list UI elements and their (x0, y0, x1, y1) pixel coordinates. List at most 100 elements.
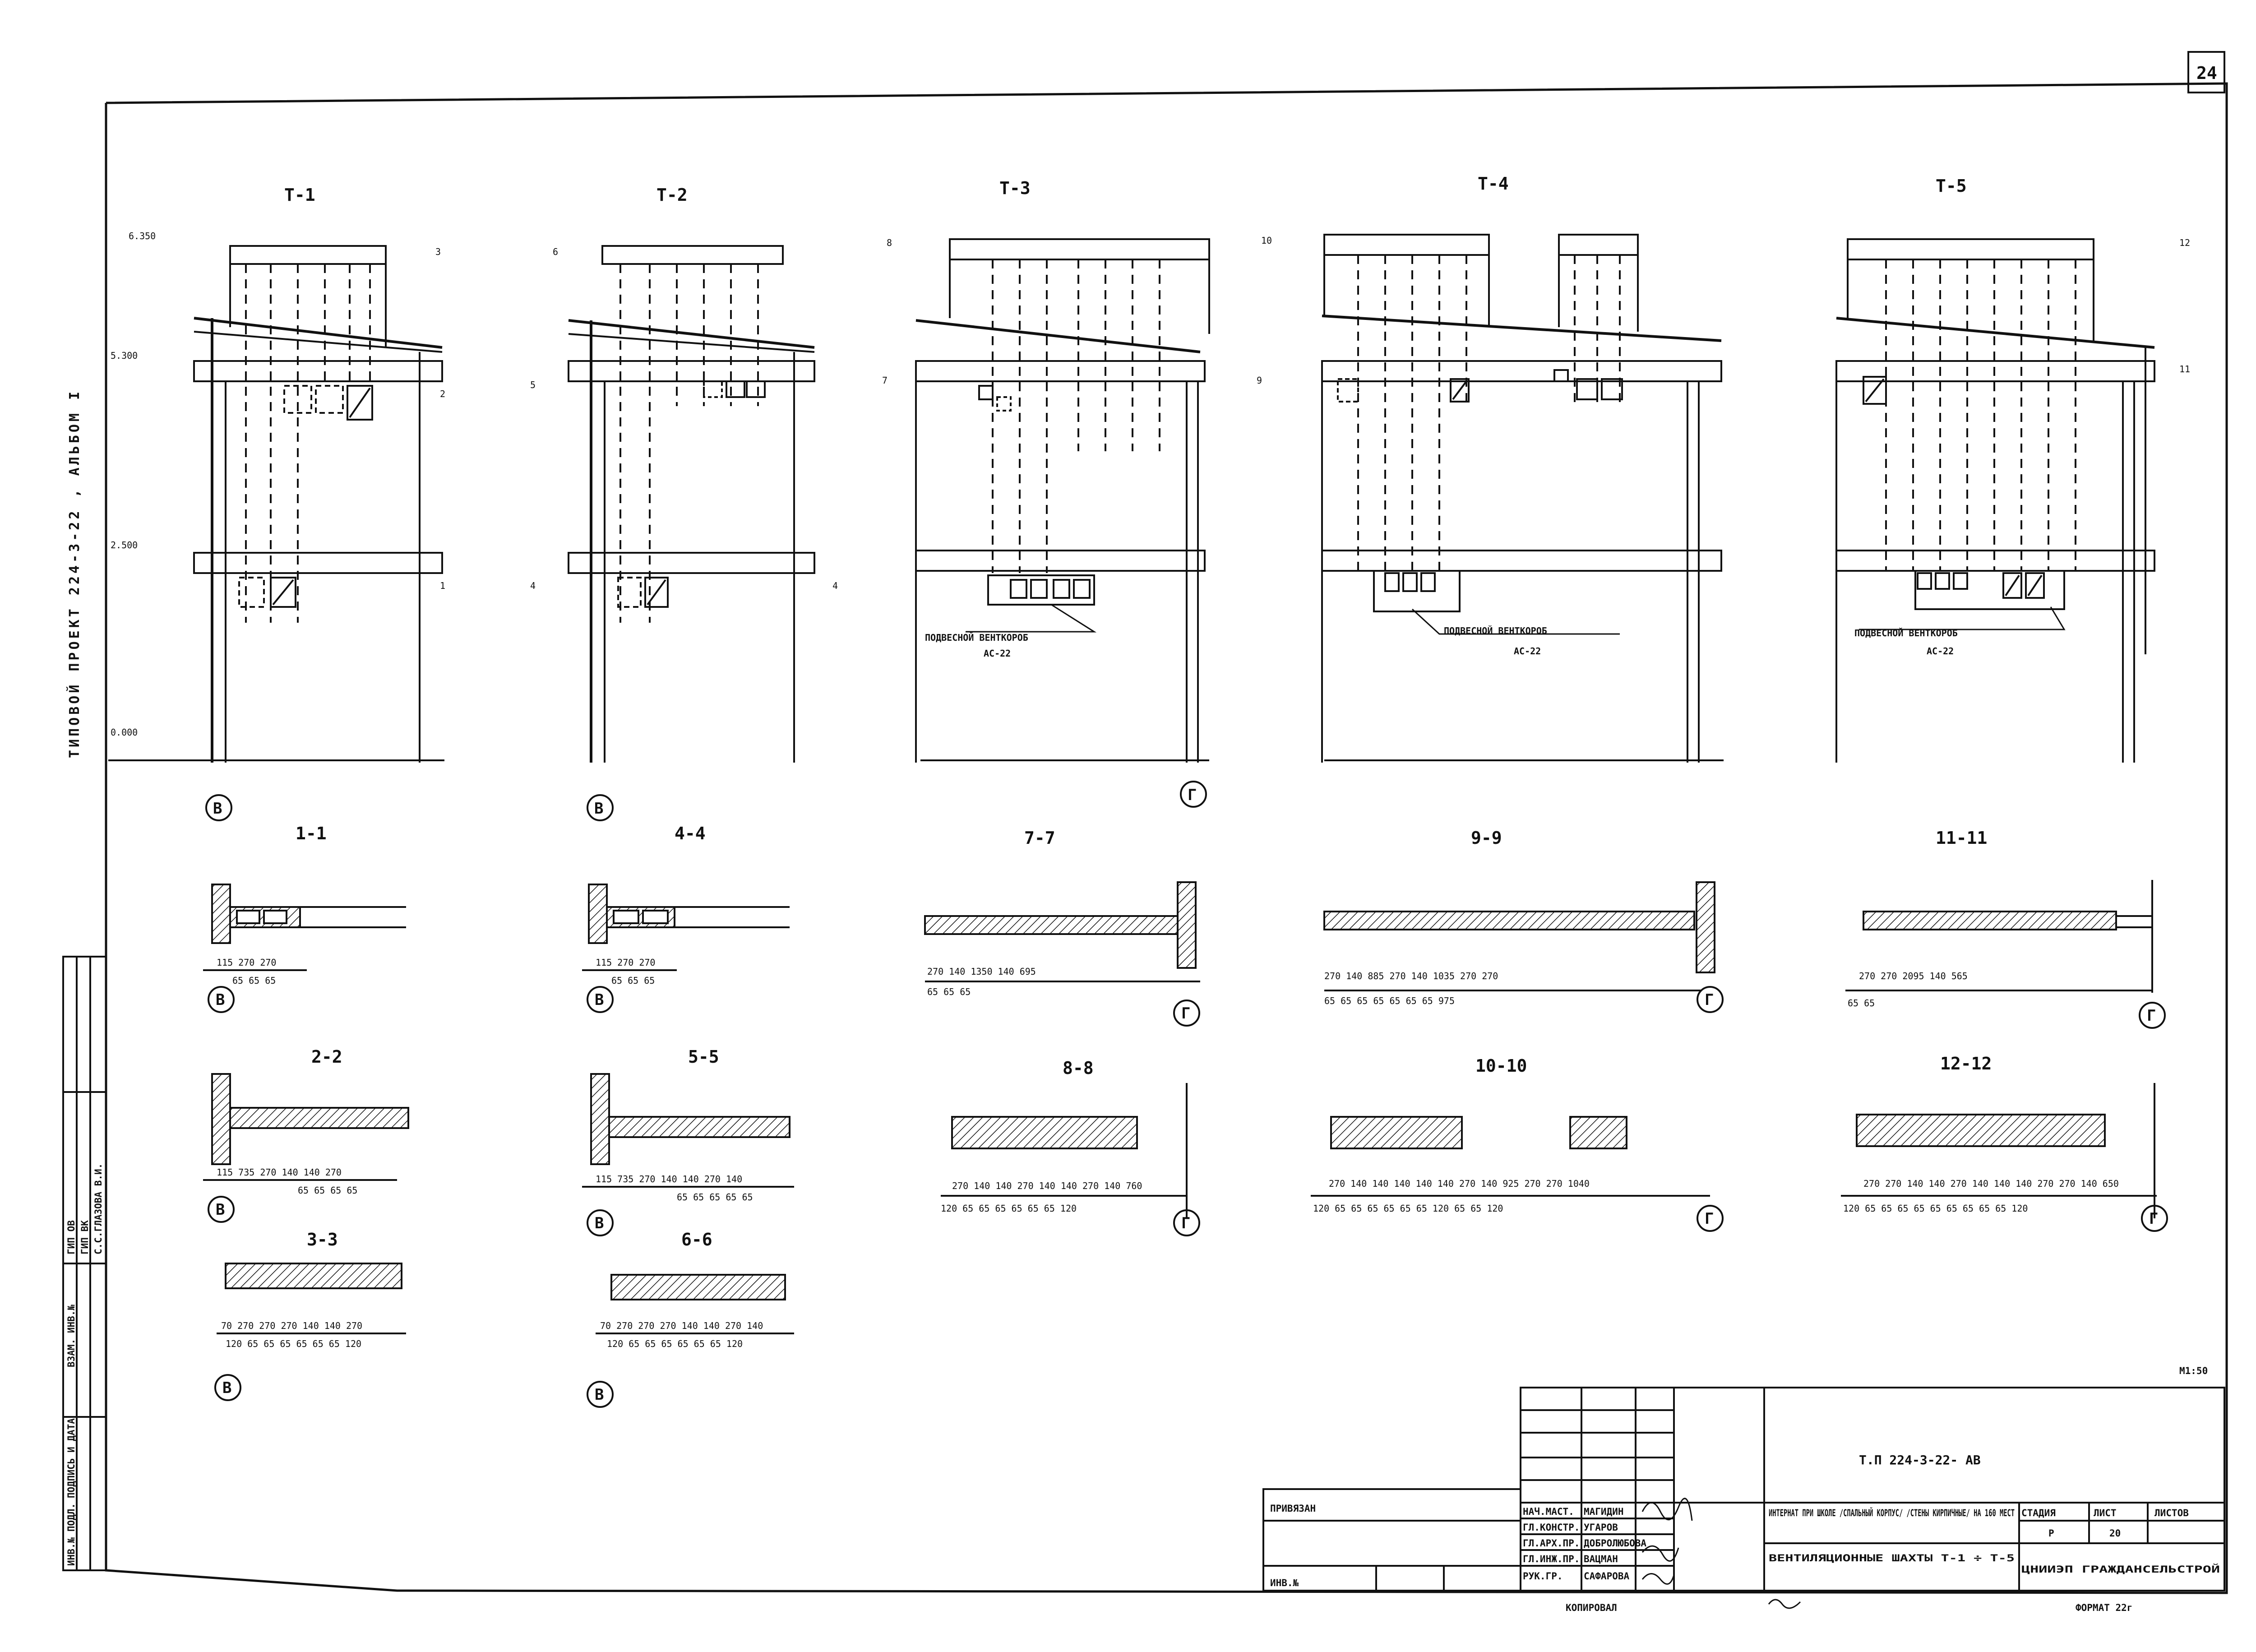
axis-bubble: В (222, 1379, 231, 1397)
format-label: ФОРМАТ 22г (2076, 1602, 2132, 1613)
dimension-string: 120 65 65 65 65 65 65 120 (607, 1338, 743, 1349)
section-title: 10-10 (1475, 1056, 1527, 1076)
dimension-string: 270 270 140 140 270 140 140 140 270 270 … (1863, 1178, 2119, 1189)
dimension-string: 120 65 65 65 65 65 65 120 (941, 1203, 1077, 1214)
staff-role: ГЛ.АРХ.ПР. (1523, 1538, 1580, 1549)
stage-header: СТАДИЯ (2021, 1508, 2056, 1518)
section-mark: 4 (530, 580, 536, 591)
staff-name: САФАРОВА (1584, 1571, 1630, 1582)
section-title: 5-5 (688, 1047, 719, 1067)
dimension-string: 70 270 270 270 140 140 270 140 (600, 1320, 763, 1331)
stamp-text: ГИП ОВ (66, 1220, 77, 1254)
section-title: 2-2 (311, 1047, 342, 1067)
sheet-frame (105, 51, 2228, 1594)
elevation-t4 (1321, 234, 1724, 763)
section-mark: 10 (1261, 235, 1272, 246)
section-title: 7-7 (1024, 828, 1055, 848)
callout-note: АС-22 (1514, 646, 1541, 657)
axis-bubble: В (216, 1201, 225, 1219)
staff-role: ГЛ.ИНЖ.ПР. (1523, 1554, 1580, 1564)
staff-role: РУК.ГР. (1523, 1571, 1563, 1582)
axis-bubble: Г (1188, 786, 1197, 804)
lists-header: ЛИСТОВ (2154, 1508, 2189, 1518)
section-title: 8-8 (1063, 1058, 1094, 1078)
stage-value: Р (2048, 1528, 2054, 1539)
callout-note: АС-22 (984, 648, 1011, 659)
dimension-string: 270 140 140 140 140 140 270 140 925 270 … (1329, 1178, 1590, 1189)
staff-name: ВАЦМАН (1584, 1554, 1618, 1564)
section-title: 11-11 (1936, 828, 1987, 848)
section-mark: 7 (882, 375, 888, 386)
dimension-string: 65 65 65 65 (298, 1185, 357, 1196)
drawing-code: Т.П 224-3-22- АВ (1859, 1453, 1981, 1467)
dimension-string: 270 270 2095 140 565 (1859, 971, 1968, 981)
dimension-string: 65 65 65 (611, 975, 655, 986)
dimension-string: 65 65 (1848, 998, 1875, 1009)
bound-label: ПРИВЯЗАН (1270, 1503, 1316, 1514)
stamp-text: ГИП ВК (79, 1220, 90, 1254)
dimension-string: 70 270 270 270 140 140 270 (221, 1320, 362, 1331)
staff-role: ГЛ.КОНСТР. (1523, 1522, 1580, 1533)
section-title: 4-4 (675, 824, 706, 843)
section-mark: 4 (832, 580, 838, 591)
section-mark: 12 (2179, 237, 2190, 248)
section-title: 6-6 (681, 1230, 712, 1249)
elevation-title: Т-3 (999, 178, 1031, 198)
staff-role: НАЧ.МАСТ. (1523, 1506, 1574, 1517)
elevation-t1 (108, 245, 444, 763)
elevation-title: Т-5 (1936, 176, 1967, 196)
stamp-text: С.С.ГЛАЗОВА В.И. (93, 1163, 104, 1254)
callout-note: ПОДВЕСНОЙ ВЕНТКОРОБ (925, 632, 1028, 643)
level-mark: 2.500 (111, 540, 138, 551)
stamp-text: ПОДПИСЬ И ДАТА (66, 1418, 77, 1498)
staff-name: ДОБРОЛЮБОВА (1584, 1538, 1646, 1549)
dimension-string: 65 65 65 65 65 65 65 975 (1324, 995, 1455, 1006)
elevation-t2 (568, 245, 815, 763)
page-number: 24 (2196, 63, 2217, 83)
side-title: ТИПОВОЙ ПРОЕКТ 224-3-22 , АЛЬБОМ I (66, 389, 83, 758)
dimension-string: 120 65 65 65 65 65 65 120 (226, 1338, 361, 1349)
axis-bubble: Г (1705, 1210, 1714, 1228)
dimension-string: 120 65 65 65 65 65 65 120 65 65 120 (1313, 1203, 1503, 1214)
organization: ЦНИИЭП ГРАЖДАНСЕЛЬСТРОЙ (2021, 1564, 2220, 1575)
dimension-string: 270 140 140 270 140 140 270 140 760 (952, 1180, 1142, 1191)
level-mark: 5.300 (111, 350, 138, 361)
title-block (1262, 1387, 2225, 1592)
axis-bubble: В (216, 991, 225, 1009)
callout-note: ПОДВЕСНОЙ ВЕНТКОРОБ (1854, 628, 1958, 639)
axis-bubble: В (595, 1386, 604, 1404)
axis-bubble: Г (2149, 1210, 2158, 1228)
dimension-string: 270 140 1350 140 695 (927, 966, 1036, 977)
project-name: ИНТЕРНАТ ПРИ ШКОЛЕ /СПАЛЬНЫЙ КОРПУС/ /СТ… (1769, 1507, 2015, 1518)
section-title: 12-12 (1940, 1054, 1992, 1074)
list-value: 20 (2109, 1528, 2121, 1539)
dimension-string: 65 65 65 (232, 975, 276, 986)
axis-bubble: Г (1181, 1214, 1190, 1232)
level-mark: 6.350 (129, 231, 156, 241)
axis-bubble: В (595, 991, 604, 1009)
elevation-title: Т-2 (656, 185, 688, 205)
axis-bubble: В (213, 800, 222, 818)
stamp-text: ИНВ.№ ПОДЛ. (66, 1503, 77, 1566)
elevation-t3 (915, 238, 1210, 763)
axis-bubble: Г (1705, 991, 1714, 1009)
dimension-string: 115 735 270 140 140 270 140 (596, 1174, 742, 1185)
list-header: ЛИСТ (2094, 1508, 2117, 1518)
staff-name: МАГИДИН (1584, 1506, 1624, 1517)
staff-name: УГАРОВ (1584, 1522, 1618, 1533)
dimension-string: 120 65 65 65 65 65 65 65 65 65 120 (1843, 1203, 2028, 1214)
dimension-string: 65 65 65 65 65 (677, 1192, 753, 1203)
left-stamp (62, 956, 107, 1571)
section-mark: 2 (440, 389, 445, 399)
elevation-title: Т-1 (284, 185, 315, 205)
axis-bubble: Г (1181, 1004, 1190, 1023)
axis-bubble: В (595, 1214, 604, 1232)
scale-label: М1:50 (2179, 1365, 2208, 1376)
level-mark: 0.000 (111, 727, 138, 738)
elevation-t5 (1835, 238, 2155, 763)
callout-note: АС-22 (1927, 646, 1954, 657)
inv-label: ИНВ.№ (1270, 1578, 1299, 1588)
stamp-text: ВЗАМ. ИНВ.№ (66, 1305, 77, 1367)
sheet-name: ВЕНТИЛЯЦИОННЫЕ ШАХТЫ Т-1 ÷ Т-5 (1769, 1553, 2015, 1564)
section-mark: 8 (887, 237, 892, 248)
